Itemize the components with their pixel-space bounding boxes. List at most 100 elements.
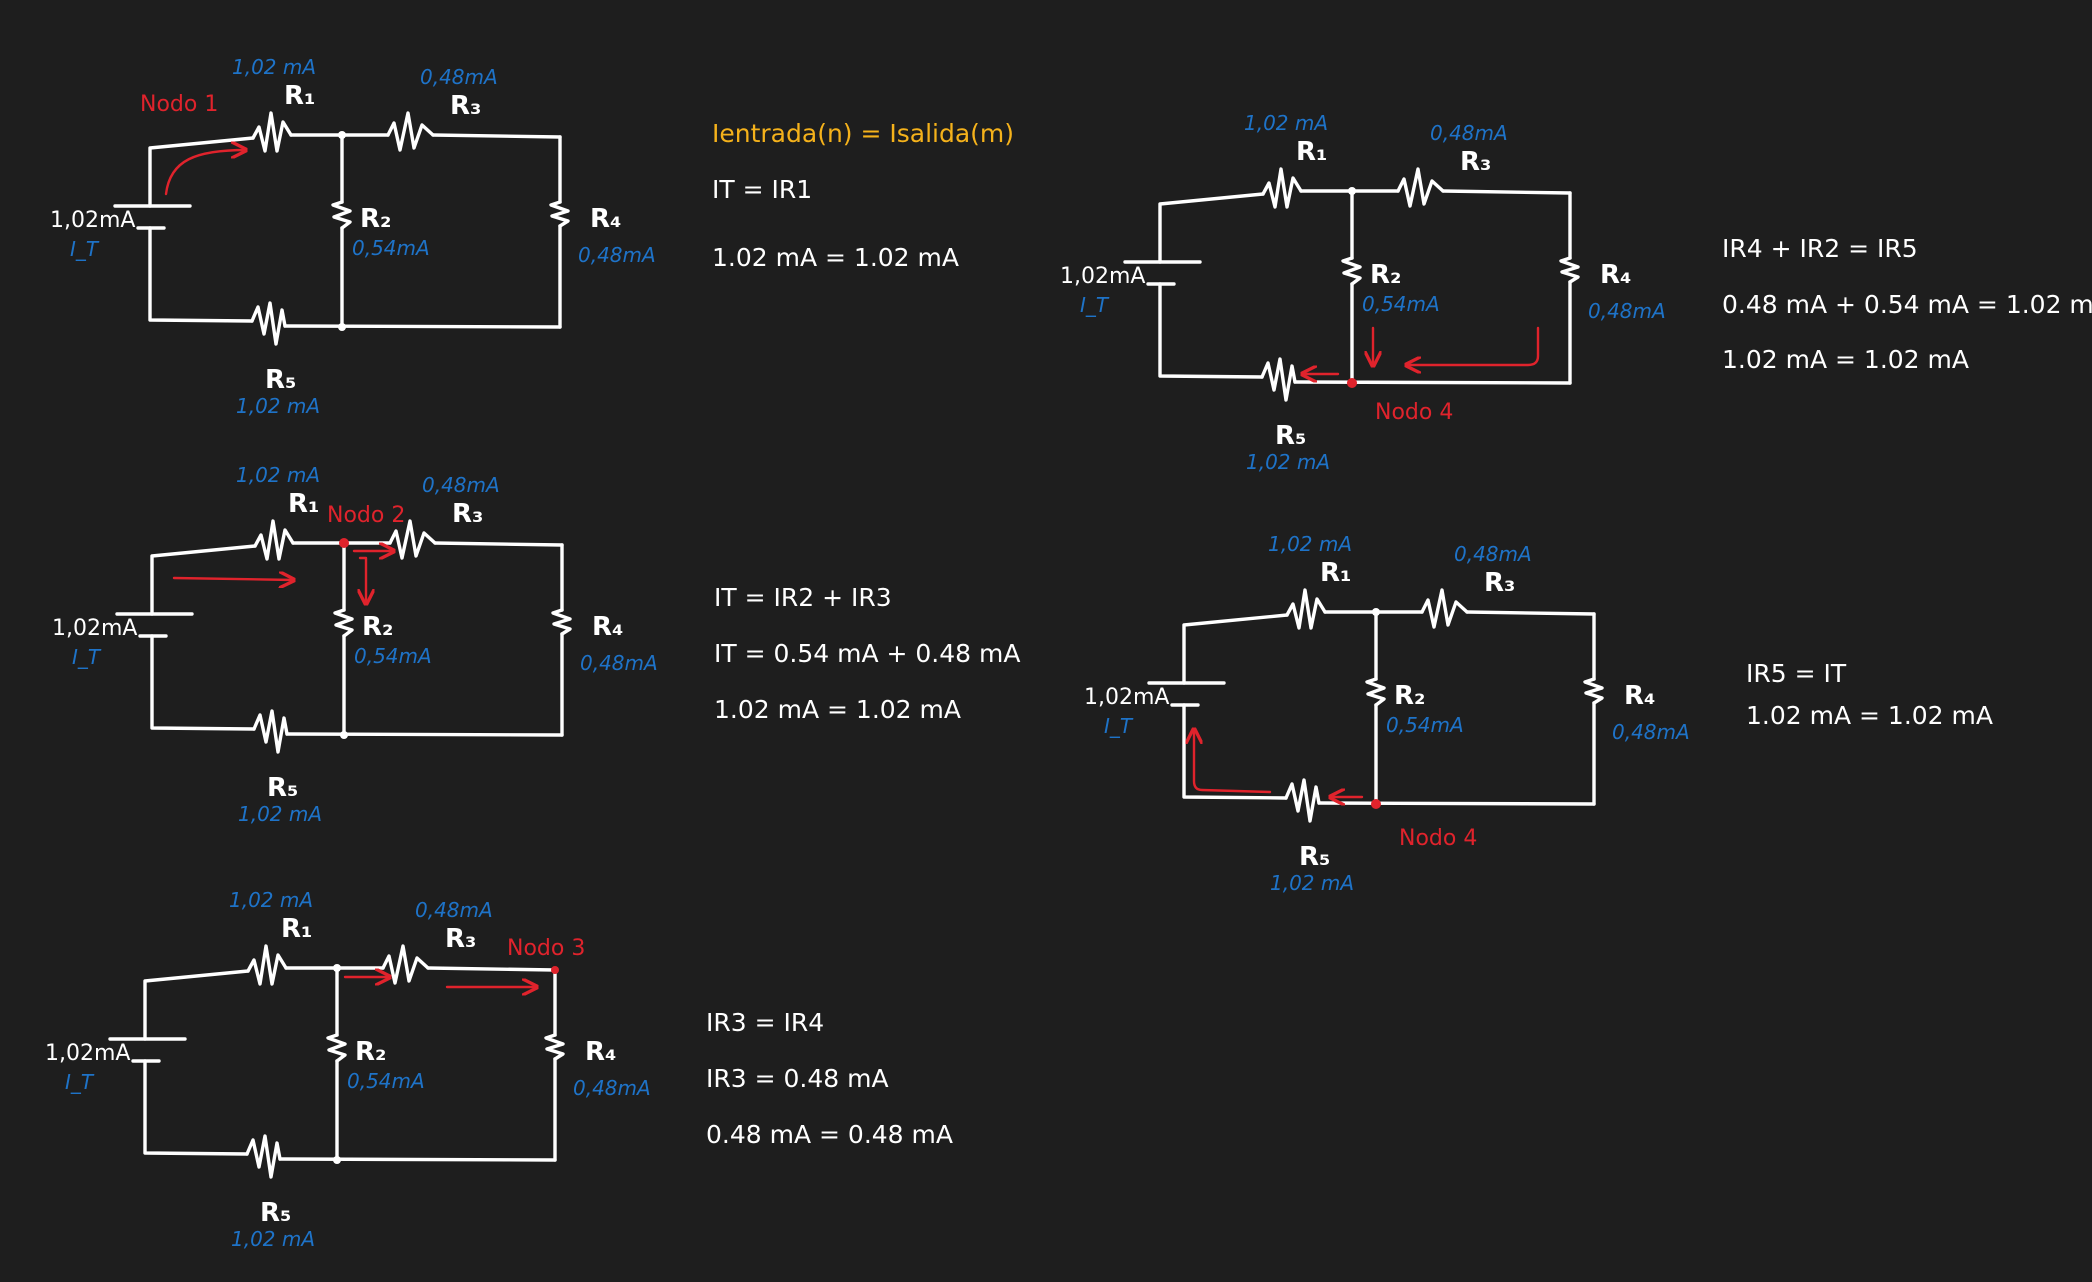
source-current-label: 1,02mA (1084, 685, 1169, 710)
resistor-label-r1: R₁ (281, 914, 312, 944)
equation-block-4: IR4 + IR2 = IR5 0.48 mA + 0.54 mA = 1.02… (1722, 234, 2092, 374)
equation-line: 0.48 mA + 0.54 mA = 1.02 mA (1722, 290, 2092, 319)
equation-title: Ientrada(n) = Isalida(m) (712, 119, 1014, 148)
circuit-2-wiring (115, 519, 572, 754)
circuit-3-wiring (108, 944, 565, 1179)
resistor-label-r2: R₂ (1394, 681, 1425, 711)
resistor-label-r5: R₅ (1275, 421, 1306, 451)
current-arrow (1194, 729, 1272, 794)
node-marker (551, 966, 559, 974)
current-label-r4: 0,48mA (578, 243, 656, 267)
resistor-label-r2: R₂ (1370, 260, 1401, 290)
current-arrow (172, 578, 294, 580)
resistor-label-r4: R₄ (1624, 681, 1655, 711)
circuit-5-wiring (1147, 588, 1604, 823)
resistor-label-r1: R₁ (284, 81, 315, 111)
current-label-r2: 0,54mA (352, 236, 430, 260)
node-marker (1371, 799, 1381, 809)
current-label-r3: 0,48mA (1430, 121, 1508, 145)
node-marker (1347, 378, 1357, 388)
source-name-label: I_T (65, 1070, 95, 1094)
source-current-label: 1,02mA (1060, 264, 1145, 289)
current-label-r3: 0,48mA (1454, 542, 1532, 566)
current-label-r1: 1,02 mA (1268, 532, 1352, 556)
circuit-1: Nodo 1 1,02 mA R₁ 0,48mA R₃ R₂ 0,54mA R₄… (50, 55, 656, 418)
current-arrow (360, 556, 366, 604)
current-label-r5: 1,02 mA (236, 394, 320, 418)
current-label-r5: 1,02 mA (1246, 450, 1330, 474)
resistor-label-r5: R₅ (265, 365, 296, 395)
resistor-label-r4: R₄ (1600, 260, 1631, 290)
equation-line: IT = IR2 + IR3 (714, 583, 892, 612)
source-current-label: 1,02mA (45, 1041, 130, 1066)
current-arrow (1406, 326, 1540, 365)
source-name-label: I_T (70, 237, 100, 261)
resistor-label-r3: R₃ (445, 924, 476, 954)
equation-line: IR4 + IR2 = IR5 (1722, 234, 1918, 263)
current-label-r3: 0,48mA (422, 473, 500, 497)
equation-line: 1.02 mA = 1.02 mA (1746, 701, 1993, 730)
equation-block-3: IR3 = IR4 IR3 = 0.48 mA 0.48 mA = 0.48 m… (706, 1008, 953, 1149)
equation-line: 1.02 mA = 1.02 mA (714, 695, 961, 724)
equation-line: IT = IR1 (712, 175, 812, 204)
source-current-label: 1,02mA (52, 616, 137, 641)
current-label-r2: 0,54mA (1386, 713, 1464, 737)
current-label-r2: 0,54mA (1362, 292, 1440, 316)
current-arrow (164, 150, 246, 196)
current-label-r3: 0,48mA (420, 65, 498, 89)
equation-line: 1.02 mA = 1.02 mA (1722, 345, 1969, 374)
circuit-4: Nodo 4 1,02 mA R₁ 0,48mA R₃ R₂ 0,54mA R₄… (1060, 111, 1666, 474)
resistor-label-r3: R₃ (452, 499, 483, 529)
equation-line: IR3 = IR4 (706, 1008, 824, 1037)
equation-block-2: IT = IR2 + IR3 IT = 0.54 mA + 0.48 mA 1.… (714, 583, 1020, 724)
source-current-label: 1,02mA (50, 208, 135, 233)
resistor-label-r5: R₅ (267, 773, 298, 803)
node-label: Nodo 1 (140, 92, 218, 117)
resistor-label-r2: R₂ (362, 612, 393, 642)
current-label-r5: 1,02 mA (238, 802, 322, 826)
resistor-label-r2: R₂ (360, 204, 391, 234)
node-label: Nodo 3 (507, 936, 585, 961)
resistor-label-r1: R₁ (288, 489, 319, 519)
current-label-r1: 1,02 mA (229, 888, 313, 912)
current-label-r3: 0,48mA (415, 898, 493, 922)
source-name-label: I_T (1080, 293, 1110, 317)
current-label-r4: 0,48mA (1612, 720, 1690, 744)
resistor-label-r4: R₄ (590, 204, 621, 234)
current-label-r1: 1,02 mA (1244, 111, 1328, 135)
resistor-label-r5: R₅ (1299, 842, 1330, 872)
current-label-r4: 0,48mA (573, 1076, 651, 1100)
resistor-label-r5: R₅ (260, 1198, 291, 1228)
equation-line: IR5 = IT (1746, 659, 1847, 688)
resistor-label-r3: R₃ (450, 91, 481, 121)
current-label-r1: 1,02 mA (232, 55, 316, 79)
resistor-label-r4: R₄ (592, 612, 623, 642)
equation-line: IT = 0.54 mA + 0.48 mA (714, 639, 1020, 668)
current-label-r1: 1,02 mA (236, 463, 320, 487)
circuit-5: Nodo 4 1,02 mA R₁ 0,48mA R₃ R₂ 0,54mA R₄… (1084, 532, 1690, 895)
current-label-r4: 0,48mA (1588, 299, 1666, 323)
circuit-2: Nodo 2 1,02 mA R₁ 0,48mA R₃ R₂ 0,54mA R₄… (52, 463, 658, 826)
resistor-label-r1: R₁ (1320, 558, 1351, 588)
source-name-label: I_T (72, 645, 102, 669)
equation-block-1: Ientrada(n) = Isalida(m) IT = IR1 1.02 m… (712, 119, 1014, 272)
node-label: Nodo 4 (1399, 826, 1477, 851)
equation-block-5: IR5 = IT 1.02 mA = 1.02 mA (1746, 659, 1993, 730)
resistor-label-r1: R₁ (1296, 137, 1327, 167)
current-label-r5: 1,02 mA (1270, 871, 1354, 895)
node-marker (339, 538, 349, 548)
resistor-label-r3: R₃ (1484, 568, 1515, 598)
source-name-label: I_T (1104, 714, 1134, 738)
resistor-label-r4: R₄ (585, 1037, 616, 1067)
current-label-r5: 1,02 mA (231, 1227, 315, 1251)
node-label: Nodo 4 (1375, 400, 1453, 425)
equation-line: 0.48 mA = 0.48 mA (706, 1120, 953, 1149)
resistor-label-r3: R₃ (1460, 147, 1491, 177)
current-label-r2: 0,54mA (354, 644, 432, 668)
current-label-r4: 0,48mA (580, 651, 658, 675)
equation-line: 1.02 mA = 1.02 mA (712, 243, 959, 272)
circuit-3: Nodo 3 1,02 mA R₁ 0,48mA R₃ R₂ 0,54mA R₄… (45, 888, 651, 1251)
circuit-1-wiring (113, 111, 570, 346)
resistor-label-r2: R₂ (355, 1037, 386, 1067)
